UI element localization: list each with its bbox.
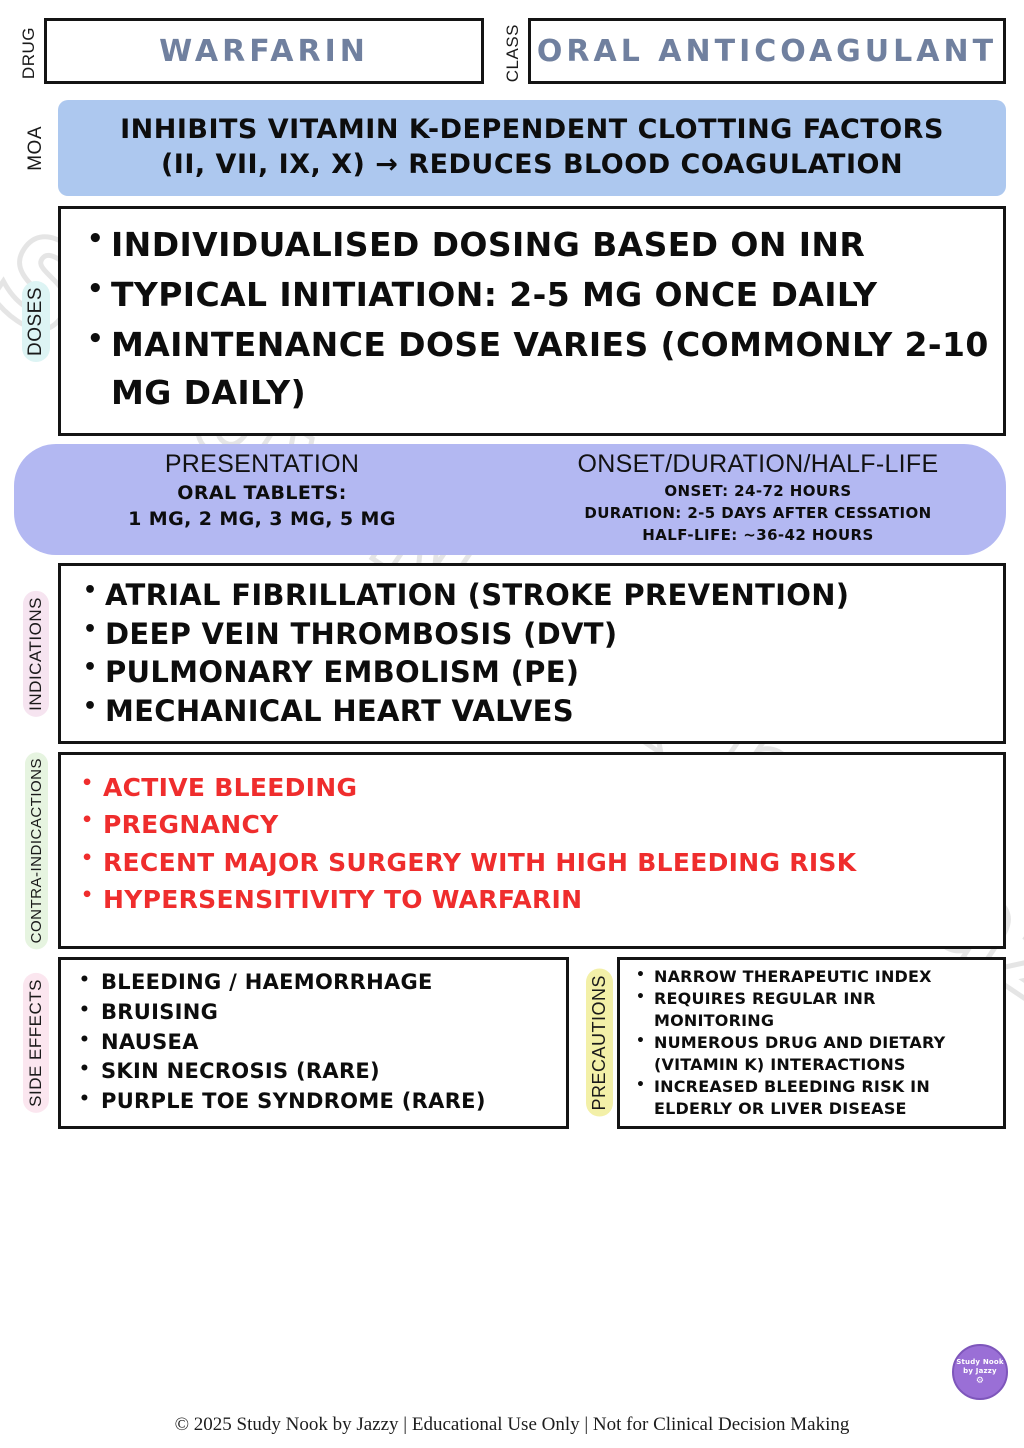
indications-label: INDICATIONS bbox=[14, 563, 58, 743]
precautions-list: NARROW THERAPEUTIC INDEX REQUIRES REGULA… bbox=[632, 966, 995, 1121]
doses-list: INDIVIDUALISED DOSING BASED ON INR TYPIC… bbox=[83, 221, 989, 416]
books-icon: ⚙ bbox=[975, 1375, 985, 1386]
list-item: NARROW THERAPEUTIC INDEX bbox=[636, 966, 995, 988]
indications-row: INDICATIONS ATRIAL FIBRILLATION (STROKE … bbox=[14, 563, 1006, 744]
contraindications-label: CONTRA-INDICACTIONS bbox=[14, 751, 58, 949]
presentation-title: PRESENTATION bbox=[164, 449, 360, 478]
contraindications-list: ACTIVE BLEEDING PREGNANCY RECENT MAJOR S… bbox=[77, 769, 991, 919]
list-item: PREGNANCY bbox=[81, 806, 991, 844]
onset-title: ONSET/DURATION/HALF-LIFE bbox=[577, 449, 939, 478]
list-item: NUMEROUS DRUG AND DIETARY (VITAMIN K) IN… bbox=[636, 1032, 995, 1076]
precautions-cell: PRECAUTIONS NARROW THERAPEUTIC INDEX REQ… bbox=[581, 956, 1006, 1130]
list-item: PURPLE TOE SYNDROME (RARE) bbox=[79, 1087, 556, 1117]
list-item: BLEEDING / HAEMORRHAGE bbox=[79, 968, 556, 998]
list-item: MECHANICAL HEART VALVES bbox=[83, 692, 991, 731]
onset-sub-1: ONSET: 24-72 HOURS bbox=[664, 481, 852, 500]
drug-value: WARFARIN bbox=[159, 33, 369, 69]
side-effects-label-text: SIDE EFFECTS bbox=[23, 973, 49, 1114]
list-item: INDIVIDUALISED DOSING BASED ON INR bbox=[87, 221, 989, 269]
moa-row: MOA INHIBITS VITAMIN K-DEPENDENT CLOTTIN… bbox=[14, 100, 1006, 197]
side-effects-box: BLEEDING / HAEMORRHAGE BRUISING NAUSEA S… bbox=[58, 956, 569, 1130]
list-item: TYPICAL INITIATION: 2-5 MG ONCE DAILY bbox=[87, 271, 989, 319]
list-item: RECENT MAJOR SURGERY WITH HIGH BLEEDING … bbox=[81, 844, 991, 882]
class-box: ORAL ANTICOAGULANT bbox=[528, 18, 1006, 84]
moa-label: MOA bbox=[14, 100, 58, 196]
list-item: NAUSEA bbox=[79, 1028, 556, 1058]
precautions-box: NARROW THERAPEUTIC INDEX REQUIRES REGULA… bbox=[617, 956, 1006, 1130]
presentation-column: PRESENTATION ORAL TABLETS: 1 MG, 2 MG, 3… bbox=[14, 444, 510, 556]
presentation-row: PRESENTATION ORAL TABLETS: 1 MG, 2 MG, 3… bbox=[14, 443, 1006, 556]
drug-box: WARFARIN bbox=[44, 18, 484, 84]
list-item: PULMONARY EMBOLISM (PE) bbox=[83, 653, 991, 692]
doses-label-text: DOSES bbox=[22, 280, 50, 362]
precautions-label-text: PRECAUTIONS bbox=[585, 969, 613, 1117]
presentation-sub-1: ORAL TABLETS: bbox=[177, 481, 347, 504]
moa-label-text: MOA bbox=[25, 125, 46, 171]
list-item: HYPERSENSITIVITY TO WARFARIN bbox=[81, 881, 991, 919]
precautions-label: PRECAUTIONS bbox=[581, 957, 617, 1130]
indications-list: ATRIAL FIBRILLATION (STROKE PREVENTION) … bbox=[79, 576, 991, 730]
presentation-sub-2: 1 MG, 2 MG, 3 MG, 5 MG bbox=[128, 508, 396, 531]
contraindications-row: CONTRA-INDICACTIONS ACTIVE BLEEDING PREG… bbox=[14, 751, 1006, 949]
header-row: DRUG WARFARIN CLASS ORAL ANTICOAGULANT bbox=[14, 18, 1006, 88]
moa-line-1: INHIBITS VITAMIN K-DEPENDENT CLOTTING FA… bbox=[120, 114, 944, 146]
doses-row: DOSES INDIVIDUALISED DOSING BASED ON INR… bbox=[14, 206, 1006, 436]
contraindications-box: ACTIVE BLEEDING PREGNANCY RECENT MAJOR S… bbox=[58, 751, 1006, 949]
drug-label-text: DRUG bbox=[19, 27, 38, 80]
list-item: DEEP VEIN THROMBOSIS (DVT) bbox=[83, 615, 991, 654]
list-item: BRUISING bbox=[79, 998, 556, 1028]
side-effects-label: SIDE EFFECTS bbox=[14, 957, 58, 1130]
class-cell: CLASS ORAL ANTICOAGULANT bbox=[498, 18, 1006, 88]
doses-box: INDIVIDUALISED DOSING BASED ON INR TYPIC… bbox=[58, 206, 1006, 436]
bottom-row: SIDE EFFECTS BLEEDING / HAEMORRHAGE BRUI… bbox=[14, 956, 1006, 1130]
class-label: CLASS bbox=[498, 18, 528, 88]
list-item: ATRIAL FIBRILLATION (STROKE PREVENTION) bbox=[83, 576, 991, 615]
onset-sub-3: HALF-LIFE: ~36-42 HOURS bbox=[642, 526, 874, 545]
onset-sub-2: DURATION: 2-5 DAYS AFTER CESSATION bbox=[584, 503, 932, 522]
presentation-band: PRESENTATION ORAL TABLETS: 1 MG, 2 MG, 3… bbox=[14, 443, 1006, 556]
onset-column: ONSET/DURATION/HALF-LIFE ONSET: 24-72 HO… bbox=[510, 444, 1006, 556]
list-item: SKIN NECROSIS (RARE) bbox=[79, 1057, 556, 1087]
list-item: ACTIVE BLEEDING bbox=[81, 769, 991, 807]
logo-line-2: by Jazzy bbox=[963, 1366, 997, 1375]
class-value: ORAL ANTICOAGULANT bbox=[536, 33, 998, 69]
drug-cell: DRUG WARFARIN bbox=[14, 18, 484, 88]
list-item: MAINTENANCE DOSE VARIES (COMMONLY 2-10 M… bbox=[87, 321, 989, 417]
side-effects-list: BLEEDING / HAEMORRHAGE BRUISING NAUSEA S… bbox=[75, 968, 556, 1117]
moa-band: INHIBITS VITAMIN K-DEPENDENT CLOTTING FA… bbox=[58, 100, 1006, 197]
list-item: INCREASED BLEEDING RISK IN ELDERLY OR LI… bbox=[636, 1076, 995, 1120]
class-label-text: CLASS bbox=[503, 24, 522, 83]
moa-line-2: (II, VII, IX, X) → REDUCES BLOOD COAGULA… bbox=[160, 149, 904, 181]
indications-label-text: INDICATIONS bbox=[23, 590, 49, 717]
brand-logo-badge: Study Nook by Jazzy ⚙ bbox=[952, 1344, 1008, 1400]
footer-copyright: © 2025 Study Nook by Jazzy | Educational… bbox=[174, 1414, 850, 1435]
drug-label: DRUG bbox=[14, 18, 44, 88]
contraindications-label-text: CONTRA-INDICACTIONS bbox=[24, 751, 48, 949]
side-effects-cell: SIDE EFFECTS BLEEDING / HAEMORRHAGE BRUI… bbox=[14, 956, 569, 1130]
indications-box: ATRIAL FIBRILLATION (STROKE PREVENTION) … bbox=[58, 563, 1006, 744]
list-item: REQUIRES REGULAR INR MONITORING bbox=[636, 988, 995, 1032]
doses-label: DOSES bbox=[14, 206, 58, 435]
logo-line-1: Study Nook bbox=[956, 1358, 1004, 1367]
